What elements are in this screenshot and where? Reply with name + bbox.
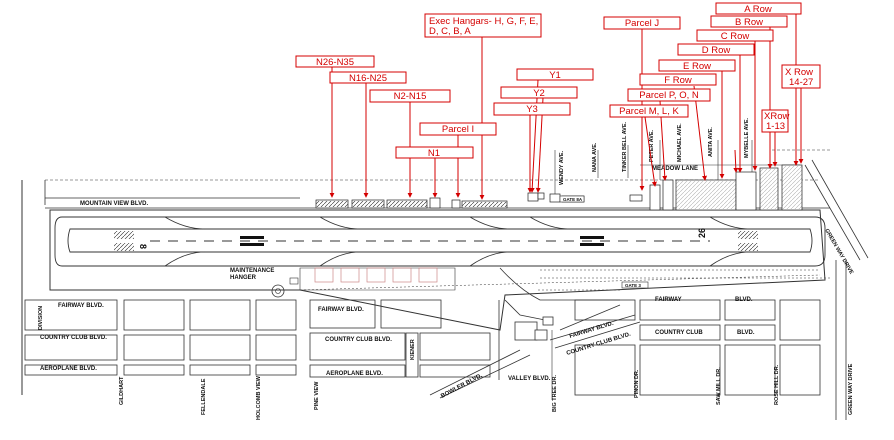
green-way-drive-bottom-label: GREEN WAY DRIVE [848,363,854,415]
big-tree-dr-label: BIG TREE DR. [552,375,558,412]
holcomb-view-label: HOLCOMB VIEW [256,375,262,420]
f-row-label: F Row [664,75,692,86]
maintenance-hanger-label-1: MAINTENANCE [230,268,274,274]
fairway-blvd-left-label: FAIRWAY BLVD. [58,303,104,309]
country-club-far-label: BLVD. [737,330,755,336]
peter-ave-label: PETER AVE. [649,129,655,162]
gate-3-label: GATE 3 [625,283,641,288]
parcel-pon-label: Parcel P, O, N [639,90,699,101]
y3-label: Y3 [526,104,538,115]
mountain-view-blvd-label: MOUNTAIN VIEW BLVD. [80,201,148,207]
gate-8a-label: GATE 8A [563,197,583,202]
callouts: N26-N35 N16-N25 N2-N15 Parcel I N1 Exec … [295,2,821,200]
michael-ave-label: MICHAEL AVE. [677,123,683,162]
mybelle-ave-label: MYBELLE AVE. [744,117,750,158]
gildhart-label: GILDHART [119,376,125,405]
kiener-label: KIENER [410,339,416,360]
b-row-label: B Row [735,17,763,28]
ellendale-label: FELLENDALE [201,378,207,415]
n1-label: N1 [428,148,440,159]
x-row-14-27-label-1: X Row [785,67,813,78]
pine-view-label: PINE VIEW [314,381,320,410]
x-row-1-13-label-1: XRow [764,111,789,122]
aeroplane-blvd-left-label: AEROPLANE BLVD. [40,366,97,372]
tinker-bell-ave-label: TINKER BELL AVE. [622,122,628,172]
e-row-label: E Row [683,61,711,72]
maintenance-hanger-label-2: HANGER [230,275,257,281]
runway-8-label: 8 [138,244,148,249]
meadow-lane-label: MEADOW LANE [652,166,698,172]
aeroplane-blvd-mid-label: AEROPLANE BLVD. [326,371,383,377]
country-club-blvd-left-label: COUNTRY CLUB BLVD. [40,335,107,341]
fairway-right-label: FAIRWAY [655,297,682,303]
parcel-mlk-label: Parcel M, L, K [619,106,679,117]
country-club-blvd-mid-label: COUNTRY CLUB BLVD. [325,337,392,343]
fairway-far-label: BLVD. [735,297,753,303]
airfield [49,164,830,341]
country-club-right-label: COUNTRY CLUB [655,330,703,336]
division-label: DIVISION [38,306,44,330]
y1-label: Y1 [549,70,561,81]
n26-n35-label: N26-N35 [316,57,354,68]
rose-hill-dr-label: ROSE HILL DR. [774,364,780,405]
a-row-label: A Row [744,4,772,15]
n2-n15-label: N2-N15 [394,91,427,102]
c-row-label: C Row [721,31,750,42]
x-row-14-27-label-2: 14-27 [789,77,813,88]
exec-hangars-label-2: D, C, B, A [429,26,471,37]
nana-ave-label: NANA AVE. [592,142,598,172]
valley-blvd-label: VALLEY BLVD. [508,376,551,382]
saw-mill-dr-label: SAW MILL DR. [716,367,722,405]
facility-labels: MAINTENANCE HANGER GATE 8A GATE 3 8 26 [138,197,707,288]
x-row-1-13-label-2: 1-13 [766,121,785,132]
parcel-j-label: Parcel J [625,18,660,29]
wendy-ave-label: WENDY AVE. [559,150,565,185]
exec-hangars-label-1: Exec Hangars- H, G, F, E, [429,16,538,27]
pinon-dr-label: PINON DR. [634,369,640,398]
green-way-drive-top-label: GREEN WAY DRIVE [823,228,854,276]
runway-26-label: 26 [697,228,707,238]
n16-n25-label: N16-N25 [349,73,387,84]
y2-label: Y2 [533,88,545,99]
fairway-blvd-mid-label: FAIRWAY BLVD. [318,307,364,313]
d-row-label: D Row [702,45,731,56]
anita-ave-label: ANITA AVE. [708,127,714,157]
parcel-i-label: Parcel I [442,124,474,135]
